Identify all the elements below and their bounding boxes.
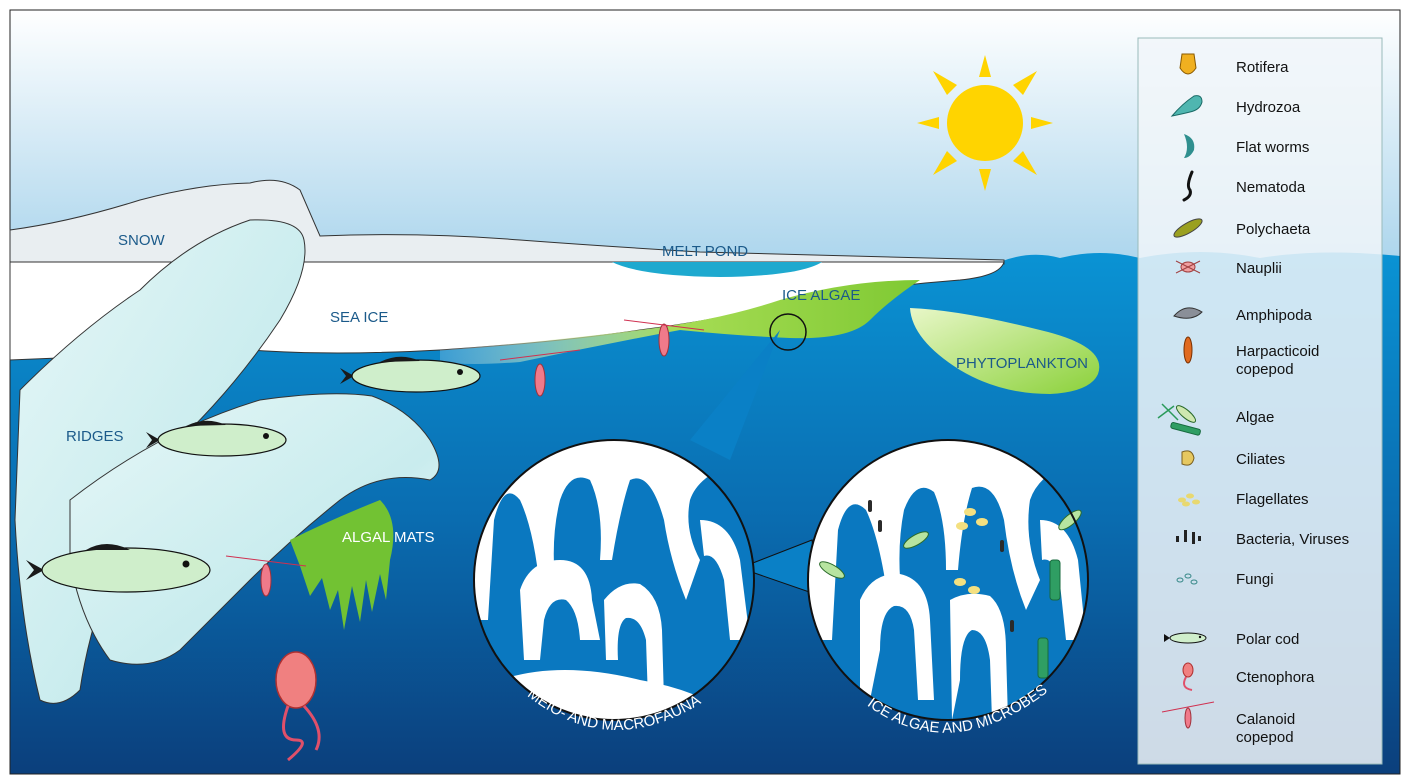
legend-label-line2: copepod bbox=[1236, 729, 1294, 746]
legend-label: Flat worms bbox=[1236, 139, 1309, 156]
meio-macrofauna-inset bbox=[474, 440, 754, 720]
legend-label: Nauplii bbox=[1236, 260, 1282, 277]
legend-label: Nematoda bbox=[1236, 179, 1306, 196]
legend-label: Fungi bbox=[1236, 571, 1274, 588]
legend-label: Flagellates bbox=[1236, 491, 1309, 508]
ice-algae-microbes-inset bbox=[808, 440, 1088, 720]
ciliates-icon bbox=[1182, 451, 1194, 465]
legend-label-line2: copepod bbox=[1236, 361, 1294, 378]
legend-label: Ciliates bbox=[1236, 451, 1285, 468]
legend-label: Amphipoda bbox=[1236, 307, 1313, 324]
label-phytoplankton: PHYTOPLANKTON bbox=[956, 355, 1088, 372]
legend-label: Polychaeta bbox=[1236, 221, 1311, 238]
legend-label: Bacteria, Viruses bbox=[1236, 531, 1349, 548]
legend-label: Calanoid bbox=[1236, 711, 1295, 728]
label-sea-ice: SEA ICE bbox=[330, 309, 388, 326]
sun-icon bbox=[917, 55, 1053, 191]
legend-label: Harpacticoid bbox=[1236, 343, 1319, 360]
legend-label: Hydrozoa bbox=[1236, 99, 1301, 116]
label-algal-mats: ALGAL MATS bbox=[342, 529, 435, 546]
legend-label: Rotifera bbox=[1236, 59, 1289, 76]
legend-label: Ctenophora bbox=[1236, 669, 1315, 686]
label-ridges: RIDGES bbox=[66, 428, 124, 445]
legend-label: Algae bbox=[1236, 409, 1274, 426]
rotifera-icon bbox=[1180, 54, 1196, 74]
harpacticoid-icon bbox=[1184, 337, 1192, 363]
label-ice-algae: ICE ALGAE bbox=[782, 287, 860, 304]
label-melt-pond: MELT POND bbox=[662, 243, 748, 260]
legend-label: Polar cod bbox=[1236, 631, 1299, 648]
label-snow: SNOW bbox=[118, 232, 166, 249]
